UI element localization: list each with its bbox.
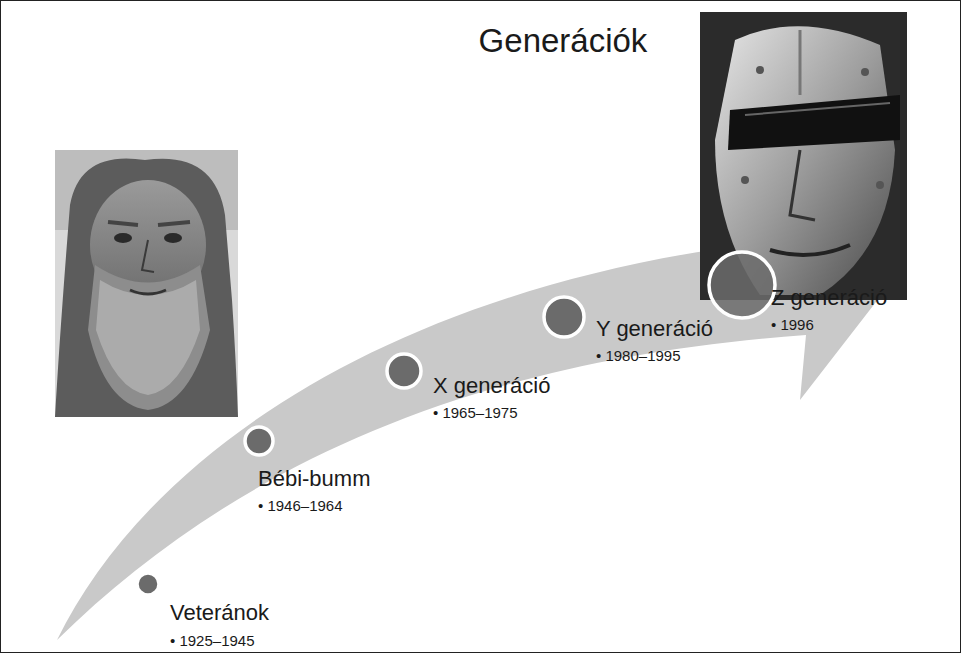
generation-node: Y generáció • 1980–1995	[596, 316, 713, 365]
timeline-dot	[706, 249, 778, 321]
generation-name: Y generáció	[596, 316, 713, 341]
timeline-dot	[384, 351, 424, 391]
dot-circle	[709, 252, 775, 318]
timeline-dot	[134, 570, 162, 598]
diagram-title: Generációk	[479, 22, 648, 60]
generation-node: X generáció • 1965–1975	[433, 373, 550, 422]
year-range: • 1980–1995	[596, 347, 713, 364]
generation-name: Bébi-bumm	[258, 466, 370, 491]
year-range: • 1925–1945	[170, 632, 269, 649]
generation-name: X generáció	[433, 373, 550, 398]
dot-circle	[137, 573, 159, 595]
generation-node: Z generáció • 1996	[771, 285, 887, 334]
generation-node: Veteránok • 1925–1945	[170, 600, 269, 649]
old-man-photo	[55, 150, 238, 417]
dot-circle	[387, 354, 421, 388]
generation-name: Veteránok	[170, 600, 269, 625]
dot-circle	[544, 297, 584, 337]
dot-circle	[245, 427, 273, 455]
year-range: • 1996	[771, 316, 887, 333]
timeline-dot	[242, 424, 276, 458]
year-range: • 1946–1964	[258, 497, 370, 514]
timeline-dot	[541, 294, 587, 340]
generation-node: Bébi-bumm • 1946–1964	[258, 466, 370, 515]
generation-name: Z generáció	[771, 285, 887, 310]
year-range: • 1965–1975	[433, 404, 550, 421]
